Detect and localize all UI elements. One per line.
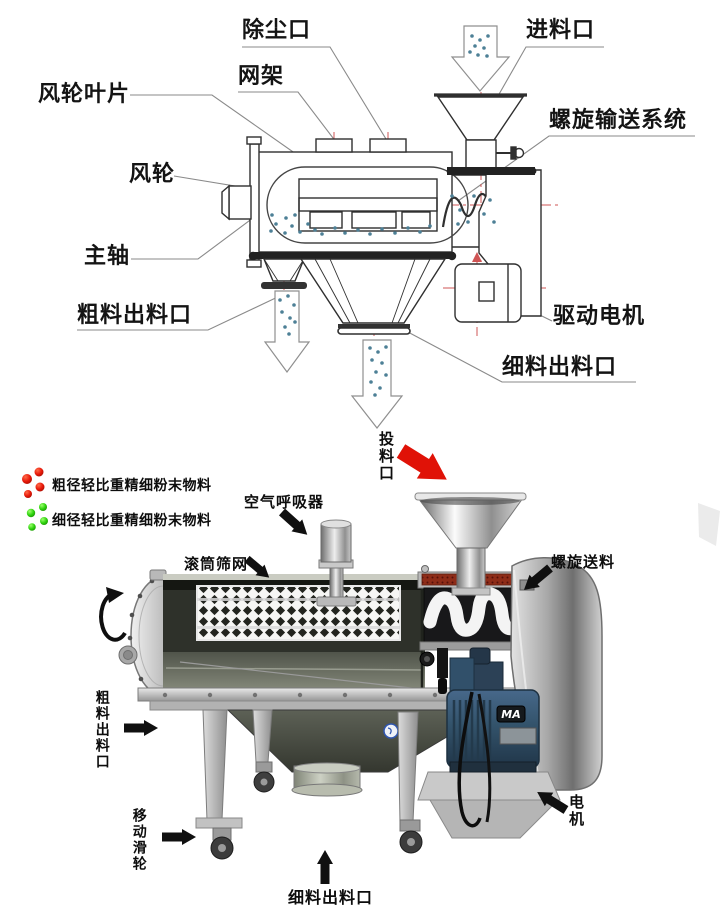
power-cable: [457, 691, 482, 828]
flow-arrows: [263, 25, 511, 429]
label-drive-motor: 驱动电机: [553, 304, 646, 329]
motor-arrow-icon: [537, 791, 569, 814]
legend-coarse-material: 粗径轻比重精细粉末物料: [52, 478, 212, 494]
coarse-particle-dot-icon: [22, 474, 32, 484]
label-dust-port: 除尘口: [242, 18, 312, 43]
label-motor: 电机: [567, 794, 585, 828]
air-filter: [437, 648, 448, 678]
feed-funnel-drawing: [436, 96, 525, 141]
label-screw-conveyor-system: 螺旋输送系统: [549, 108, 688, 133]
label-screw-feeding: 螺旋送料: [551, 553, 616, 571]
label-wind-wheel-blade: 风轮叶片: [38, 82, 131, 107]
motor-badge: [496, 705, 526, 723]
housing: [257, 151, 453, 253]
drum-outline: [266, 166, 469, 244]
label-air-breather: 空气呼吸器: [244, 493, 325, 511]
frame-and-hopper: [137, 687, 563, 860]
coarse-outlet-drawing: [262, 258, 306, 282]
dust-port-left: [315, 138, 353, 153]
feed-funnel: [416, 497, 524, 549]
label-feed-port: 投料口: [377, 431, 395, 482]
label-feed-inlet: 进料口: [526, 18, 596, 43]
feed-flow-arrow-icon: [450, 25, 511, 92]
screw-feeding-arrow-icon: [523, 564, 553, 590]
label-fine-outlet-photo: 细料出料口: [288, 888, 374, 907]
fine-hopper: [226, 709, 494, 773]
drum-mesh-screen: [196, 585, 401, 641]
motor-axis-arrowhead: [472, 252, 482, 262]
drum-assembly: [118, 569, 425, 696]
breather-canister: [320, 523, 352, 563]
dust-port-right: [369, 138, 407, 153]
rotation-arrow-icon: [99, 587, 127, 642]
front-leg: [202, 709, 228, 821]
fine-outlet-cone-drawing: [299, 258, 447, 324]
motor-nameplate: [499, 727, 537, 745]
drive-motor-drawing: [454, 263, 522, 323]
auger-screw: [423, 587, 520, 637]
fine-flow-arrow-icon: [350, 339, 404, 429]
feed-assembly: [414, 492, 531, 651]
fine-outlet-arrow-icon: [317, 850, 333, 884]
legend-dots: [22, 467, 48, 531]
air-breather-arrow-icon: [278, 508, 308, 535]
motor-badge-text: MA: [501, 708, 520, 721]
label-wind-wheel: 风轮: [129, 162, 176, 187]
legend-fine-material: 细径轻比重精细粉末物料: [52, 513, 212, 529]
label-coarse-outlet-photo: 粗料出料口: [93, 690, 110, 770]
moving-casters-arrow-icon: [162, 829, 196, 845]
label-drum-screen: 滚筒筛网: [184, 555, 249, 573]
label-arrows: [124, 508, 569, 884]
shaft-cap: [228, 185, 252, 220]
breather-stem: [329, 566, 344, 601]
label-fine-outlet-diagram: 细料出料口: [502, 355, 618, 380]
fine-particle-dot-icon: [26, 508, 36, 518]
label-mesh-frame: 网架: [238, 64, 285, 89]
tension-rod: [179, 661, 421, 690]
label-moving-casters: 移动滑轮: [130, 808, 147, 872]
rear-leg: [397, 711, 419, 823]
coarse-flow-arrow-icon: [263, 290, 311, 374]
motor-assembly: MA: [417, 647, 561, 839]
drum-screen-arrow-icon: [244, 555, 270, 578]
feed-port-arrow-icon: [396, 444, 447, 480]
product-photo: MA: [22, 444, 720, 884]
mid-leg: [252, 709, 273, 763]
funnel-neck: [456, 547, 486, 595]
label-main-shaft: 主轴: [84, 244, 131, 269]
coarse-outlet-arrow-icon: [124, 720, 158, 736]
watermark-shape: [698, 503, 720, 546]
machine-drawing: [221, 93, 542, 335]
schematic-diagram: [77, 25, 695, 429]
particle-dots: [269, 34, 496, 397]
air-breather-assembly: [316, 519, 357, 607]
label-coarse-outlet-diagram: 粗料出料口: [77, 303, 193, 328]
